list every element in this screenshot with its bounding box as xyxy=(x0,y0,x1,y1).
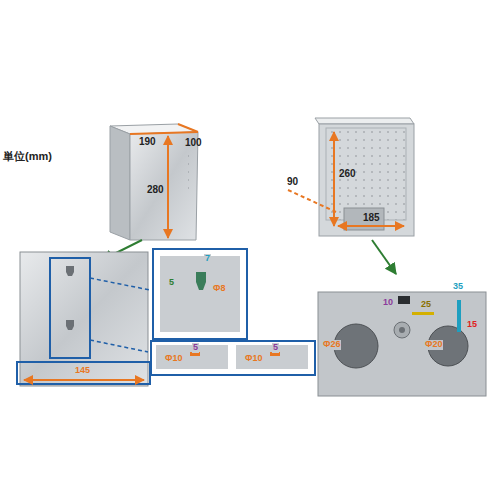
detail-inset: 5Φ10 5Φ10 xyxy=(150,340,316,376)
height-dimension: 260 xyxy=(338,168,357,179)
bottom-view xyxy=(318,292,486,396)
hole-diameter: Φ26 xyxy=(322,340,341,350)
dimension-value: Φ10 xyxy=(164,354,183,364)
open-box xyxy=(288,118,414,236)
slot-dimension: 35 xyxy=(452,282,464,292)
height-dimension: 280 xyxy=(146,184,165,195)
dimension-value: 7 xyxy=(204,254,211,264)
dimension-value: 5 xyxy=(272,343,279,353)
dimension-value: Φ10 xyxy=(244,354,263,364)
slot-dimension: 25 xyxy=(420,300,432,310)
inset-icons xyxy=(156,256,308,369)
width-dimension: 145 xyxy=(74,366,91,376)
dimension-value: 5 xyxy=(192,343,199,353)
depth-dimension: 90 xyxy=(286,176,299,187)
back-view xyxy=(17,252,150,386)
dimension-value: 5 xyxy=(168,278,175,288)
slot-dimension: 15 xyxy=(466,320,478,330)
detail-inset: 7 5Φ8 xyxy=(152,248,248,340)
closed-box xyxy=(110,124,198,240)
dimension-value: Φ8 xyxy=(212,284,226,294)
hole-diameter: Φ20 xyxy=(424,340,443,350)
unit-note: 単位(mm) xyxy=(2,150,53,162)
width-dimension: 190 xyxy=(138,136,157,147)
slot-dimension: 10 xyxy=(382,298,394,308)
depth-dimension: 100 xyxy=(184,137,203,148)
width-dimension: 185 xyxy=(362,212,381,223)
